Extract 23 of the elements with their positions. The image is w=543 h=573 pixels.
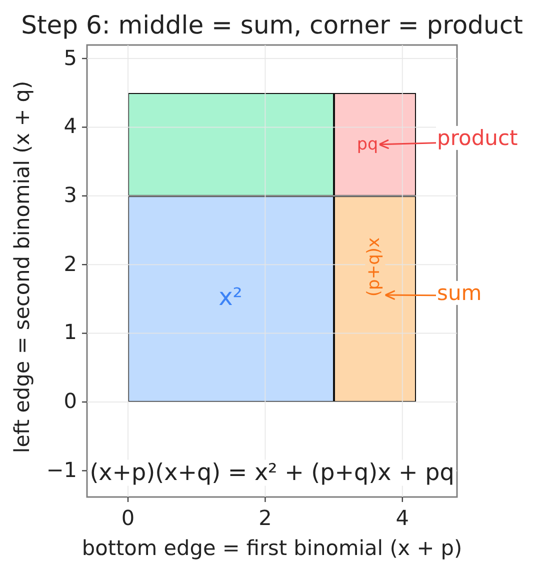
area-label: (p+q)x — [366, 236, 386, 298]
chart-title: Step 6: middle = sum, corner = product — [21, 12, 523, 40]
axis-title: left edge = second binomial (x + q) — [11, 80, 35, 454]
arrow — [378, 139, 436, 149]
tick-label: 3 — [64, 184, 77, 208]
axis-title: bottom edge = first binomial (x + p) — [82, 537, 462, 561]
area-rectangle — [334, 92, 416, 196]
arrow — [384, 290, 436, 300]
tick-label: 0 — [64, 390, 77, 414]
tick-label: 0 — [121, 507, 135, 531]
annotation-label: product — [436, 126, 519, 150]
area-rectangle — [128, 196, 334, 402]
tick-label: 5 — [64, 46, 77, 70]
annotation-label: sum — [436, 280, 483, 306]
tick-label: 2 — [64, 252, 77, 277]
tick-label: 1 — [64, 321, 77, 346]
tick-label: 2 — [258, 507, 272, 531]
tick-label: 4 — [396, 507, 409, 531]
tick-label: 4 — [64, 115, 77, 140]
equation-label: (x+p)(x+q) = x² + (p+q)x + pq — [88, 460, 456, 486]
area-rectangle — [128, 92, 334, 196]
tick-label: −1 — [46, 458, 77, 483]
area-rectangle — [334, 196, 416, 402]
